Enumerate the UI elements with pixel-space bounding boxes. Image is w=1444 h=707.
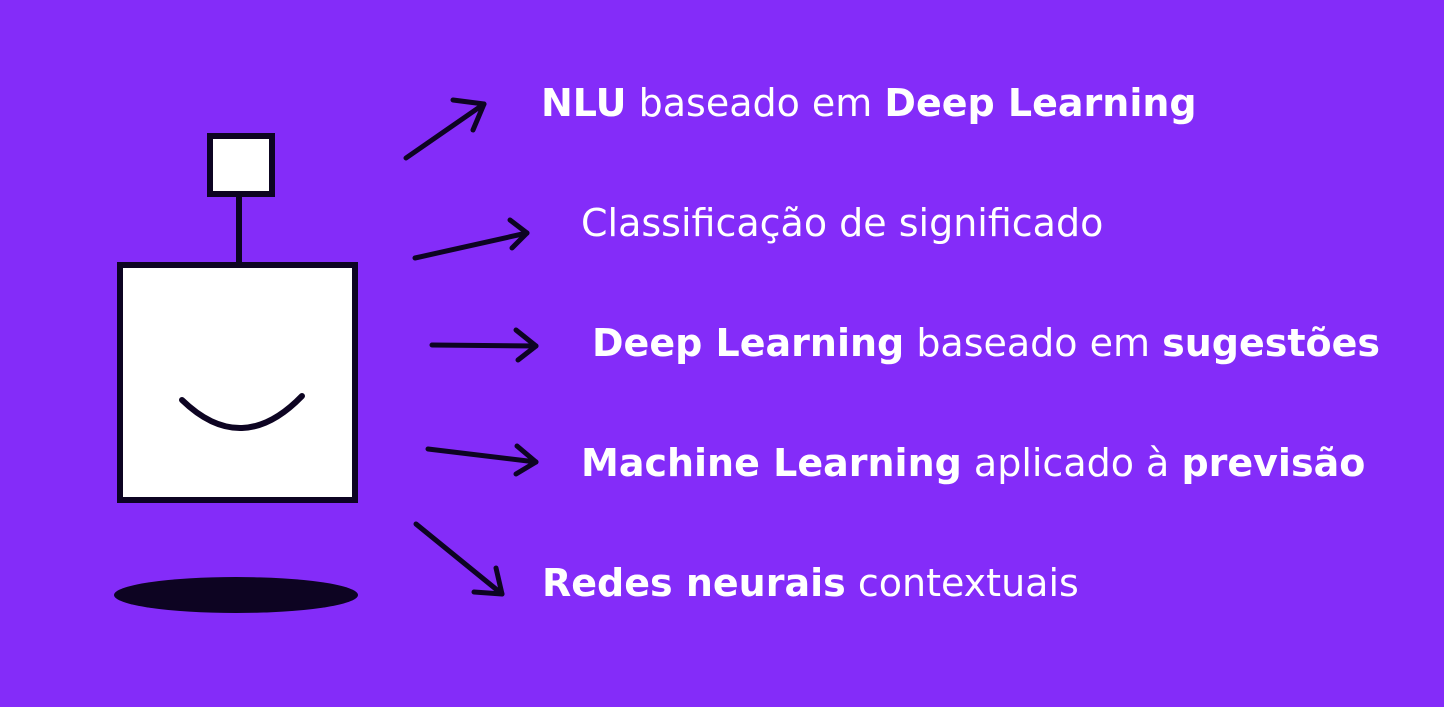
label-segment: NLU [541,81,627,125]
label-segment: Deep Learning [592,321,905,365]
label-redes-neurais: Redes neurais contextuais [542,564,1079,602]
arrow-5 [413,521,505,597]
label-segment: contextuais [845,561,1079,605]
label-deep-learning-sugestoes: Deep Learning baseado em sugestões [592,324,1380,362]
arrow-1 [403,97,487,161]
label-segment: baseado em [626,81,885,125]
label-segment: aplicado à [961,441,1182,485]
robot-antenna-box [207,133,275,197]
robot-body [117,262,358,503]
label-machine-learning-previsao: Machine Learning aplicado à previsão [581,444,1365,482]
label-segment: baseado em [904,321,1163,365]
robot-shadow [114,577,358,613]
arrow-2 [412,217,530,261]
arrow-4 [425,443,539,477]
arrow-3 [429,327,539,363]
robot-illustration [114,133,358,613]
label-classificacao-significado: Classificação de significado [581,204,1103,242]
label-segment: Deep Learning [884,81,1197,125]
robot-smile [179,393,305,431]
arrows [403,97,539,597]
label-segment: Classificação de significado [581,201,1104,245]
label-segment: sugestões [1162,321,1381,365]
label-segment: previsão [1181,441,1366,485]
label-segment: Machine Learning [581,441,962,485]
label-nlu-deep-learning: NLU baseado em Deep Learning [541,84,1197,122]
label-segment: Redes neurais [542,561,846,605]
